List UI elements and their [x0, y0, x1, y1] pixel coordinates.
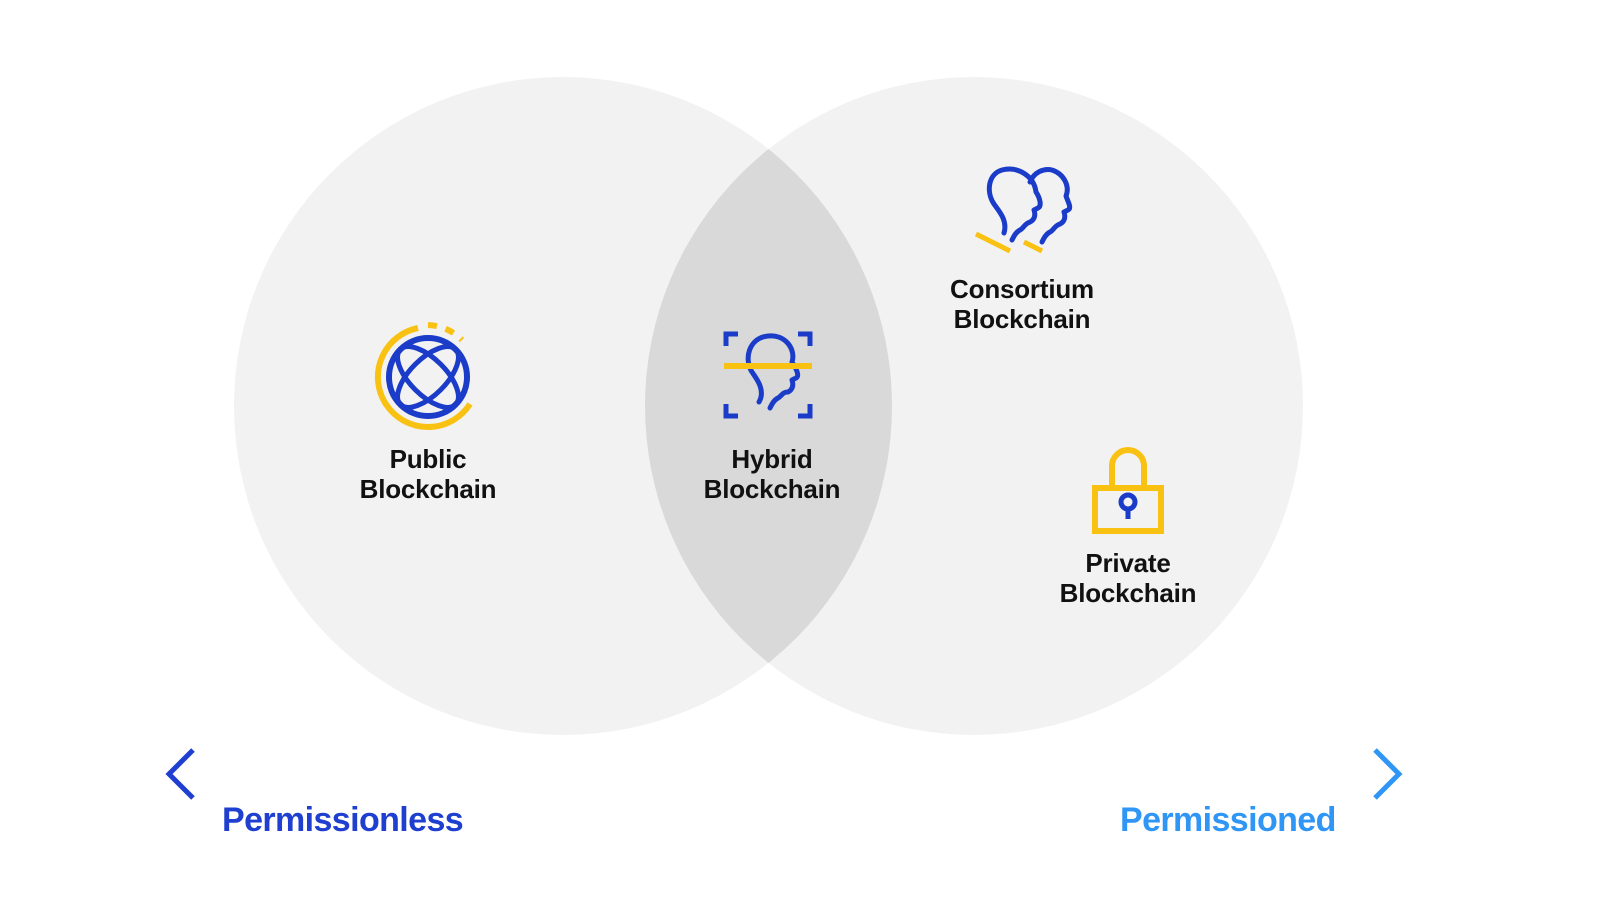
label-line-2: Blockchain: [1059, 578, 1197, 608]
label-line-1: Consortium: [950, 274, 1094, 304]
face-scan-icon: [723, 331, 813, 419]
permission-axis-arrow: [165, 748, 1403, 800]
consortium-blockchain-label: Consortium Blockchain: [950, 274, 1094, 334]
hybrid-blockchain-label: Hybrid Blockchain: [704, 444, 841, 504]
label-line-1: Public: [389, 444, 467, 474]
label-line-1: Hybrid: [731, 444, 813, 474]
label-line-1: Private: [1085, 548, 1171, 578]
overlap-region: [645, 77, 892, 735]
label-line-2: Blockchain: [703, 474, 841, 504]
label-line-2: Blockchain: [953, 304, 1091, 334]
two-heads-icon: [974, 166, 1073, 254]
arrow-left-icon: [165, 748, 195, 800]
padlock-icon: [1092, 447, 1164, 534]
permissioned-label: Permissioned: [1120, 801, 1336, 839]
permissionless-label: Permissionless: [222, 801, 464, 839]
label-line-2: Blockchain: [359, 474, 497, 504]
private-blockchain-label: Private Blockchain: [1060, 548, 1197, 608]
globe-icon: [374, 322, 473, 430]
arrow-right-icon: [1373, 748, 1403, 800]
public-blockchain-label: Public Blockchain: [360, 444, 497, 504]
